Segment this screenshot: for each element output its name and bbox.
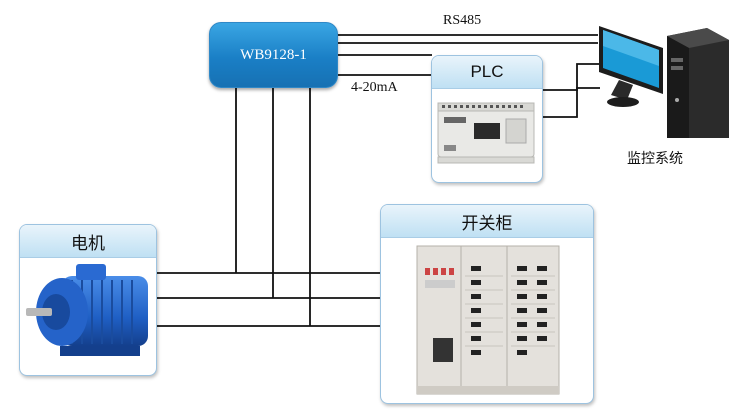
- motor-image: [20, 258, 156, 375]
- plc-image: [432, 89, 542, 182]
- monitoring-label: 监控系统: [627, 150, 683, 166]
- motor-title: 电机: [20, 225, 156, 258]
- switchgear-title: 开关柜: [381, 205, 593, 238]
- plc-monitor-line-1: [541, 63, 600, 91]
- rs485-label: RS485: [443, 13, 482, 28]
- plc-panel: PLC: [431, 55, 543, 183]
- wb9128-device: WB9128-1: [209, 22, 338, 88]
- phase-line-a: [156, 86, 380, 274]
- motor-panel: 电机: [19, 224, 157, 376]
- phase-line-c: [156, 86, 380, 327]
- switchgear-image: [381, 238, 593, 403]
- plc-monitor-line-2: [541, 87, 600, 118]
- switchgear-panel: 开关柜: [380, 204, 594, 404]
- current-loop-label: 4-20mA: [351, 80, 398, 95]
- plc-title: PLC: [432, 56, 542, 89]
- monitoring-computer: [597, 18, 737, 150]
- phase-line-b: [156, 86, 380, 299]
- device-label: WB9128-1: [240, 46, 307, 63]
